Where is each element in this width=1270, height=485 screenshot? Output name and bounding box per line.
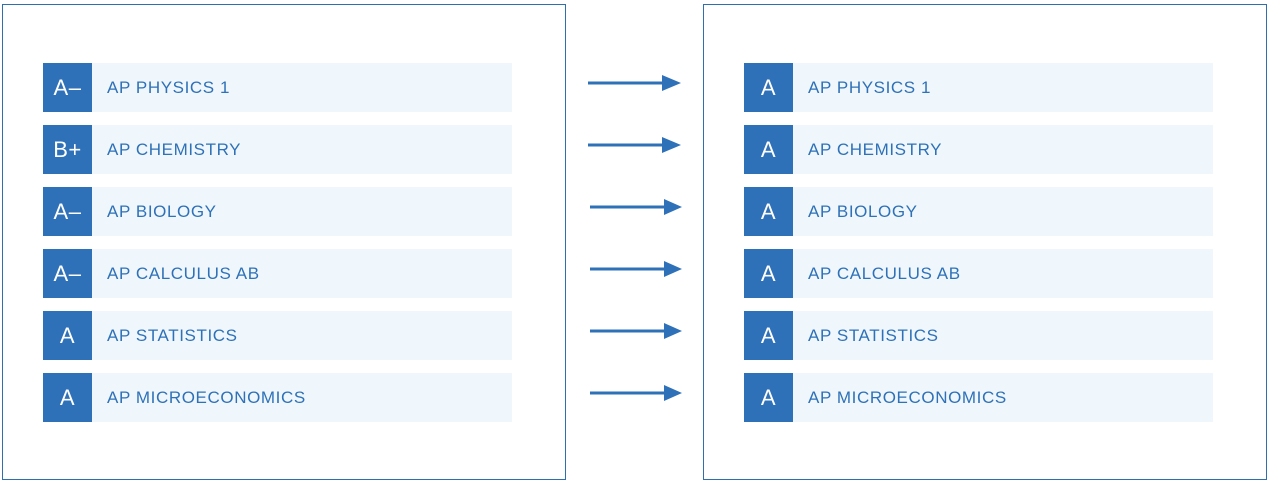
before-grade-row: A AP STATISTICS <box>43 311 512 360</box>
grade-badge: A <box>744 373 793 422</box>
grade-badge: A <box>744 249 793 298</box>
course-label: AP CHEMISTRY <box>107 139 242 159</box>
after-grade-row: A AP CHEMISTRY <box>744 125 1213 174</box>
after-grade-row: A AP CALCULUS AB <box>744 249 1213 298</box>
before-grade-row: A AP MICROECONOMICS <box>43 373 512 422</box>
before-grades-list: A– AP PHYSICS 1 B+ AP CHEMISTRY A– AP BI… <box>43 63 512 435</box>
arrow-right-icon <box>588 182 684 231</box>
grade-badge: A <box>744 63 793 112</box>
after-grade-row: A AP MICROECONOMICS <box>744 373 1213 422</box>
after-grade-row: A AP STATISTICS <box>744 311 1213 360</box>
course-label: AP BIOLOGY <box>107 201 217 221</box>
course-label: AP MICROECONOMICS <box>107 387 306 407</box>
before-grade-row: A– AP BIOLOGY <box>43 187 512 236</box>
grade-badge: A– <box>43 63 92 112</box>
after-grades-list: A AP PHYSICS 1 A AP CHEMISTRY A AP BIOLO… <box>744 63 1213 435</box>
grade-badge: A <box>43 373 92 422</box>
arrow-right-icon <box>588 244 684 293</box>
course-label: AP PHYSICS 1 <box>107 77 231 97</box>
grade-badge: B+ <box>43 125 92 174</box>
course-label: AP CALCULUS AB <box>107 263 260 283</box>
course-label: AP PHYSICS 1 <box>808 77 932 97</box>
grade-badge: A <box>744 187 793 236</box>
before-grade-row: B+ AP CHEMISTRY <box>43 125 512 174</box>
grade-badge: A <box>744 125 793 174</box>
course-label: AP MICROECONOMICS <box>808 387 1007 407</box>
before-grade-row: A– AP PHYSICS 1 <box>43 63 512 112</box>
arrow-right-icon <box>588 120 684 169</box>
arrow-right-icon <box>588 368 684 417</box>
transition-arrows <box>588 58 684 430</box>
arrow-right-icon <box>588 58 684 107</box>
grade-badge: A– <box>43 187 92 236</box>
course-label: AP STATISTICS <box>107 325 238 345</box>
grade-badge: A– <box>43 249 92 298</box>
before-grade-row: A– AP CALCULUS AB <box>43 249 512 298</box>
course-label: AP CHEMISTRY <box>808 139 943 159</box>
arrow-right-icon <box>588 306 684 355</box>
grade-badge: A <box>43 311 92 360</box>
after-grade-row: A AP PHYSICS 1 <box>744 63 1213 112</box>
course-label: AP CALCULUS AB <box>808 263 961 283</box>
course-label: AP BIOLOGY <box>808 201 918 221</box>
grade-badge: A <box>744 311 793 360</box>
after-grade-row: A AP BIOLOGY <box>744 187 1213 236</box>
after-grades-panel: A AP PHYSICS 1 A AP CHEMISTRY A AP BIOLO… <box>703 4 1267 480</box>
course-label: AP STATISTICS <box>808 325 939 345</box>
before-grades-panel: A– AP PHYSICS 1 B+ AP CHEMISTRY A– AP BI… <box>2 4 566 480</box>
